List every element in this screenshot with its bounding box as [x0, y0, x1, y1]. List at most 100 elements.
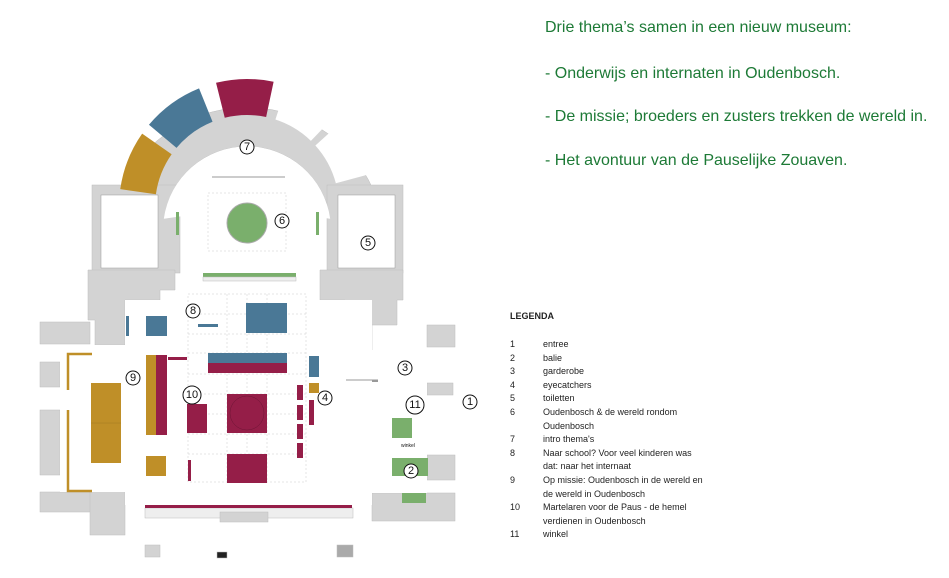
legend-label: Martelaren voor de Paus - de hemel verdi…	[543, 502, 687, 526]
legend-number: 6	[510, 406, 516, 417]
marker-number: 2	[408, 465, 414, 477]
legend-number: 10	[510, 502, 521, 513]
legend-label: balie	[543, 352, 563, 363]
zone-crimson	[297, 443, 303, 458]
legend-item: 2 balie	[510, 352, 703, 366]
zone-crimson	[309, 400, 314, 425]
zone-crimson	[227, 454, 267, 483]
marker-number: 10	[186, 389, 198, 401]
legend-item: 11 winkel	[510, 528, 703, 542]
marker-number: 4	[322, 392, 328, 404]
legend-label: garderobe	[543, 366, 585, 377]
marker-number: 6	[279, 215, 285, 227]
legend-item: 8 Naar school? Voor veel kinderen was dat…	[510, 447, 703, 474]
legend-number: 2	[510, 352, 516, 363]
zone-blue	[246, 303, 287, 333]
legend-label: Op missie: Oudenbosch in de wereld en de…	[543, 474, 703, 499]
marker-3: 3	[397, 360, 413, 376]
legend-label: eyecatchers	[543, 379, 592, 390]
shop-label: winkel	[401, 443, 415, 449]
zone-green	[402, 493, 426, 503]
marker-number: 5	[365, 237, 371, 249]
exhibit-zones	[66, 202, 428, 508]
zone-green	[316, 212, 319, 235]
marker-number: 11	[409, 399, 420, 411]
zone-crimson	[168, 357, 187, 360]
zone-crimson	[187, 404, 207, 433]
theme-1: - Onderwijs en internaten in Oudenbosch.	[545, 65, 841, 82]
zone-green	[176, 212, 179, 235]
zone-gold	[146, 355, 156, 435]
legend-label: entree	[543, 339, 569, 349]
apse-rooms	[120, 78, 371, 219]
legend-title: LEGENDA	[510, 311, 555, 321]
marker-9: 9	[125, 370, 141, 386]
legend-item: 7 intro thema's	[510, 433, 703, 447]
theme-3: - Het avontuur van de Pauselijke Zouaven…	[545, 152, 848, 169]
marker-11: 11	[405, 395, 425, 415]
zone-blue	[146, 316, 167, 336]
zone-crimson-wall	[145, 505, 352, 508]
marker-6: 6	[274, 213, 290, 229]
legend-label: Naar school? Voor veel kinderen was dat:…	[543, 447, 692, 472]
intro-heading: Drie thema’s samen in een nieuw museum:	[545, 19, 852, 36]
marker-number: 9	[130, 372, 136, 384]
marker-5: 5	[360, 235, 376, 251]
marker-number: 3	[402, 362, 408, 374]
zone-green	[392, 418, 412, 438]
legend-number: 7	[510, 434, 516, 445]
legend-number: 3	[510, 366, 516, 377]
legend-item: 4 eyecatchers	[510, 379, 703, 393]
marker-number: 8	[190, 305, 196, 317]
zone-blue-room	[148, 88, 213, 148]
legend-number: 8	[510, 447, 516, 458]
marker-8: 8	[185, 303, 201, 319]
zone-gold-room	[120, 133, 172, 195]
legend-label: intro thema's	[543, 434, 595, 445]
zone-blue	[309, 356, 319, 377]
zone-blue	[198, 324, 218, 327]
zone-crimson	[297, 424, 303, 439]
legend-number: 11	[510, 529, 520, 540]
number-markers: 1 2 3 4 5 6 7 8 9 10 11	[125, 139, 478, 479]
legend-label: Oudenbosch & de wereld rondom Oudenbosch	[543, 406, 678, 431]
zone-blue	[126, 316, 129, 336]
zone-crimson	[297, 385, 303, 400]
stairwell	[315, 121, 371, 184]
marker-number: 7	[244, 141, 250, 153]
legend-number: 4	[510, 379, 516, 390]
zone-gold	[146, 456, 166, 476]
intro-hall	[163, 146, 331, 219]
legend-item: 1 entree	[510, 338, 703, 352]
zone-crimson	[297, 405, 303, 420]
zone-blue	[208, 353, 287, 363]
legend-number: 1	[510, 339, 516, 349]
legend-item: 6 Oudenbosch & de wereld rondom Oudenbosc…	[510, 406, 703, 433]
legend-number: 9	[510, 474, 516, 485]
zone-crimson	[208, 363, 287, 373]
legend-item: 5 toiletten	[510, 392, 703, 406]
zone-crimson-room	[216, 78, 274, 118]
marker-2: 2	[403, 463, 419, 479]
theme-2: - De missie; broeders en zusters trekken…	[545, 108, 928, 125]
marker-4: 4	[317, 390, 333, 406]
zone-green	[203, 273, 296, 277]
legend-item: 10 Martelaren voor de Paus - de hemel ver…	[510, 501, 703, 528]
legend-item: 3 garderobe	[510, 365, 703, 379]
zone-gold	[309, 383, 319, 393]
zone-crimson	[156, 355, 167, 435]
marker-1: 1	[462, 394, 478, 410]
legend-label: toiletten	[543, 393, 575, 404]
legend-label: winkel	[543, 529, 569, 540]
marker-7: 7	[239, 139, 255, 155]
marker-10: 10	[182, 385, 202, 405]
marker-number: 1	[467, 396, 473, 408]
side-room	[275, 85, 336, 141]
floor-plan: winkel 1 2 3 4 5 6 7 8 9 10 11	[39, 78, 478, 559]
legend-item: 9 Op missie: Oudenbosch in de wereld en d…	[510, 474, 703, 501]
legend-list: 1 entree 2 balie 3 garderobe 4 eyecatchers 5 toil…	[510, 338, 703, 542]
zone-crimson	[188, 460, 191, 481]
zone-gold-wall	[66, 352, 92, 493]
legend-number: 5	[510, 393, 516, 404]
zone-crimson	[227, 394, 267, 433]
